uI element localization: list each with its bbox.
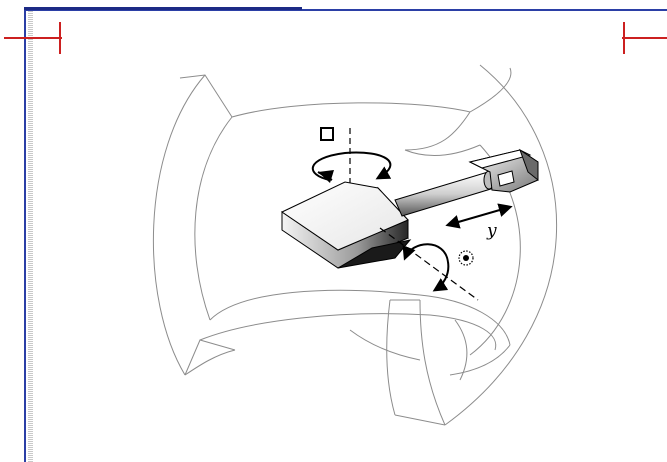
y-axis-label: y bbox=[486, 221, 497, 241]
robot-arm bbox=[394, 170, 495, 217]
left-margin-marker bbox=[4, 22, 62, 54]
robot-base-box bbox=[280, 181, 412, 269]
y-translation-arrow bbox=[445, 203, 513, 229]
vertical-rotation-arrow bbox=[311, 151, 392, 183]
robot-gripper bbox=[468, 148, 539, 193]
right-margin-marker bbox=[622, 22, 667, 54]
arm-rotation-arrow bbox=[402, 243, 450, 292]
top-border-accent bbox=[24, 7, 302, 10]
hollow-square-icon bbox=[320, 127, 334, 141]
dotted-circle-icon bbox=[458, 250, 474, 266]
